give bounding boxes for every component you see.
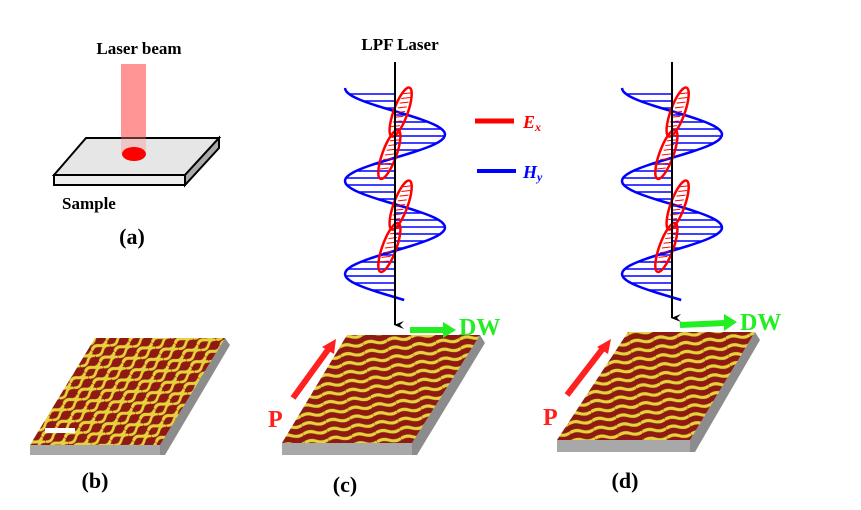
polarization-arrow-c xyxy=(290,345,333,400)
domain-pattern-b xyxy=(30,338,225,445)
domain-pattern-c xyxy=(282,335,480,443)
em-wave-c xyxy=(343,62,447,329)
domain-pattern-d xyxy=(557,332,755,440)
caption-d: (d) xyxy=(612,468,639,493)
laser-spot xyxy=(122,147,146,161)
dw-arrow-d xyxy=(679,320,726,328)
legend-ex-label: Ex xyxy=(522,112,541,134)
dw-label-d: DW xyxy=(740,310,781,336)
legend: Ex Hy xyxy=(475,112,543,184)
dw-label-c: DW xyxy=(459,315,500,341)
panel-b: (b) xyxy=(30,338,230,493)
sample-label: Sample xyxy=(62,194,116,213)
caption-a: (a) xyxy=(119,224,145,249)
caption-b: (b) xyxy=(82,468,109,493)
magnetic-field-wave xyxy=(620,87,724,302)
polarization-arrow-d xyxy=(564,345,607,397)
panel-a: Laser beam Sample (a) xyxy=(51,39,222,249)
panel-d: P DW (d) xyxy=(543,310,781,493)
lpf-laser-label: LPF Laser xyxy=(361,35,439,54)
caption-c: (c) xyxy=(333,472,357,497)
legend-hy-label: Hy xyxy=(522,162,543,184)
em-wave-d xyxy=(620,62,724,322)
magnetic-field-wave xyxy=(343,87,447,302)
scale-bar xyxy=(45,428,75,433)
panel-c: P DW (c) xyxy=(268,315,500,497)
polarization-label-c: P xyxy=(268,407,283,433)
laser-beam-label: Laser beam xyxy=(96,39,181,58)
polarization-label-d: P xyxy=(543,405,558,431)
